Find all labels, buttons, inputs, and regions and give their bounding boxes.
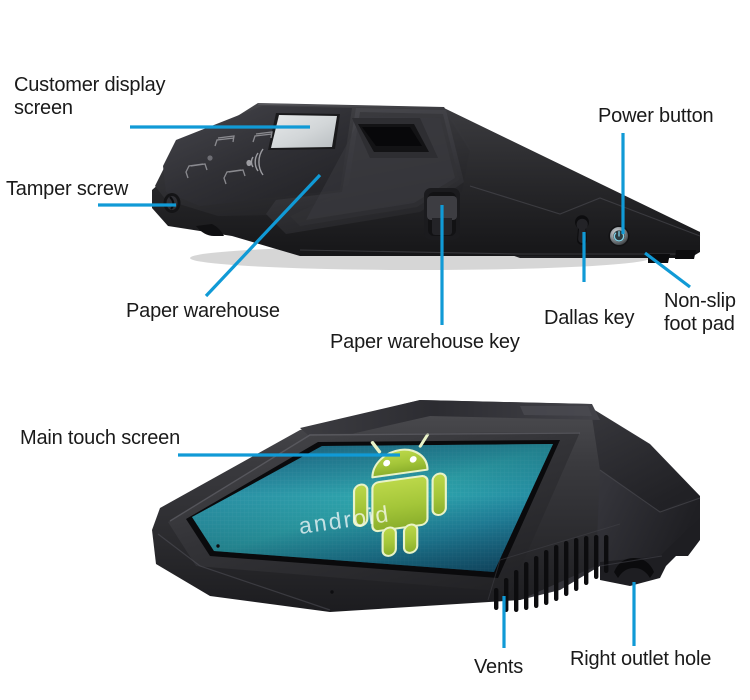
right-outlet-hole-part	[614, 558, 654, 578]
nfc-wave-icon	[246, 148, 264, 176]
front-top-rail-highlight	[520, 406, 592, 416]
label-paper-warehouse: Paper warehouse	[126, 300, 280, 322]
front-right-upper-facet	[560, 405, 697, 512]
main-touch-screen-part: android	[186, 433, 560, 578]
leader-paper-warehouse	[204, 173, 322, 298]
status-led	[207, 155, 213, 161]
right-body-crease	[599, 469, 701, 513]
vents-part	[494, 535, 609, 612]
card-symbols-silkscreen	[185, 131, 273, 185]
pinhole-sensor-right	[330, 590, 334, 594]
front-view-device: android	[152, 400, 701, 612]
rear-shell-creases	[299, 185, 701, 255]
label-non-slip-foot-pad: Non-slip foot pad	[664, 290, 736, 335]
leader-non-slip-foot-pad	[644, 251, 691, 289]
label-right-outlet-hole: Right outlet hole	[570, 648, 712, 670]
left-foot	[196, 224, 224, 236]
vent-panel-edge	[487, 523, 621, 601]
label-main-touch-screen: Main touch screen	[20, 427, 181, 449]
pinhole-sensor-left	[216, 544, 220, 548]
label-paper-warehouse-key: Paper warehouse key	[330, 331, 520, 353]
label-dallas-key: Dallas key	[544, 307, 635, 329]
tamper-screw-part	[163, 193, 181, 213]
bezel-sheen	[169, 432, 581, 522]
right-body-crease-lower	[599, 555, 663, 567]
leader-lines	[98, 125, 691, 648]
label-vents: Vents	[474, 656, 524, 678]
power-button-part	[608, 225, 630, 247]
label-customer-display-screen: Customer display screen	[14, 74, 166, 119]
customer-display-screen-part	[268, 113, 340, 150]
rear-view-device	[152, 103, 701, 270]
android-robot-icon	[352, 433, 447, 557]
paper-exit-slot	[352, 118, 438, 158]
front-chamfer	[157, 533, 331, 611]
label-power-button: Power button	[598, 105, 714, 127]
label-tamper-screw: Tamper screw	[6, 178, 129, 200]
